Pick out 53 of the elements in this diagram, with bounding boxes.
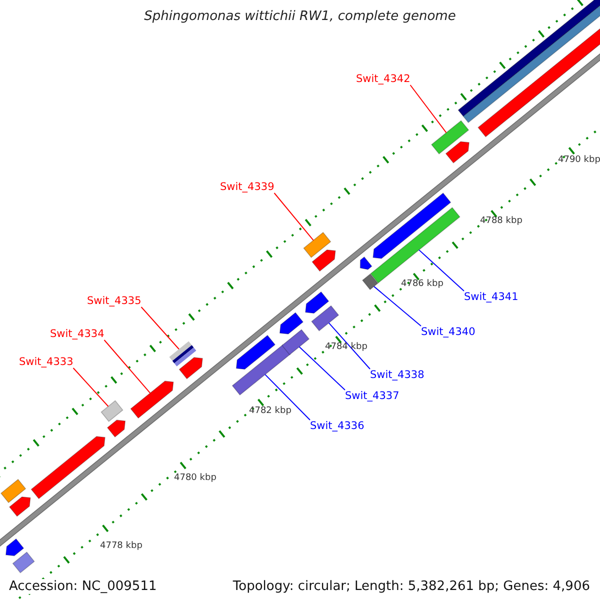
- topology-text: Topology: circular; Length: 5,382,261 bp; Genes: 4,906: [232, 579, 590, 594]
- gene-label: Swit_4336: [310, 420, 364, 432]
- kbp-label: 4784 kbp: [325, 342, 368, 352]
- title: Sphingomonas wittichii RW1, complete genome: [143, 9, 457, 24]
- gene-bar: [372, 192, 452, 259]
- leader-line: [373, 286, 422, 326]
- kbp-label: 4780 kbp: [174, 473, 216, 483]
- gene-bar: [130, 380, 174, 419]
- gene-bar: [311, 305, 340, 332]
- gene-label: Swit_4338: [370, 369, 424, 381]
- gene-bar: [312, 249, 336, 272]
- gene-label: Swit_4341: [464, 291, 518, 303]
- gene-bar: [430, 120, 470, 154]
- gene-bar: [236, 334, 276, 370]
- gene-label: Swit_4337: [345, 390, 400, 402]
- gene-bar: [169, 341, 196, 366]
- gene-bar: [362, 273, 378, 290]
- gene-label: Swit_4340: [421, 326, 476, 338]
- kbp-label: 4790 kbp: [558, 155, 600, 165]
- gene-bar: [305, 291, 330, 314]
- gene-label: Swit_4342: [356, 73, 410, 85]
- leader-line: [140, 306, 180, 350]
- gene-label: Swit_4339: [220, 181, 274, 193]
- leader-line: [418, 249, 464, 292]
- leader-line: [104, 340, 151, 394]
- gene-bar: [8, 496, 31, 517]
- gene-bar: [303, 232, 332, 258]
- leader-line: [298, 346, 346, 390]
- gene-label: Swit_4334: [50, 328, 104, 340]
- gene-bar: [282, 329, 310, 356]
- accession-text: Accession: NC_009511: [9, 579, 157, 594]
- gene-bar: [360, 256, 372, 270]
- kbp-label: 4788 kbp: [480, 216, 522, 226]
- gene-bar: [30, 436, 106, 500]
- gene-bar: [0, 478, 26, 504]
- gene-label: Swit_4333: [19, 356, 74, 368]
- gene-bar: [445, 141, 470, 164]
- kbp-label: 4778 kbp: [100, 541, 142, 551]
- gene-bar: [5, 538, 24, 556]
- leader-line: [264, 374, 310, 420]
- leader-line: [328, 322, 370, 370]
- gene-bar: [232, 344, 291, 396]
- gene-label: Swit_4335: [87, 295, 142, 307]
- gene-bar: [106, 420, 126, 438]
- gene-bar: [12, 552, 35, 574]
- leader-line: [410, 84, 447, 134]
- leader-line: [72, 368, 109, 407]
- gene-bar: [100, 400, 124, 422]
- gene-bar: [279, 312, 304, 334]
- kbp-label: 4786 kbp: [401, 279, 444, 289]
- leader-line: [274, 192, 314, 241]
- kbp-label: 4782 kbp: [249, 406, 292, 416]
- gene-bar: [178, 357, 203, 380]
